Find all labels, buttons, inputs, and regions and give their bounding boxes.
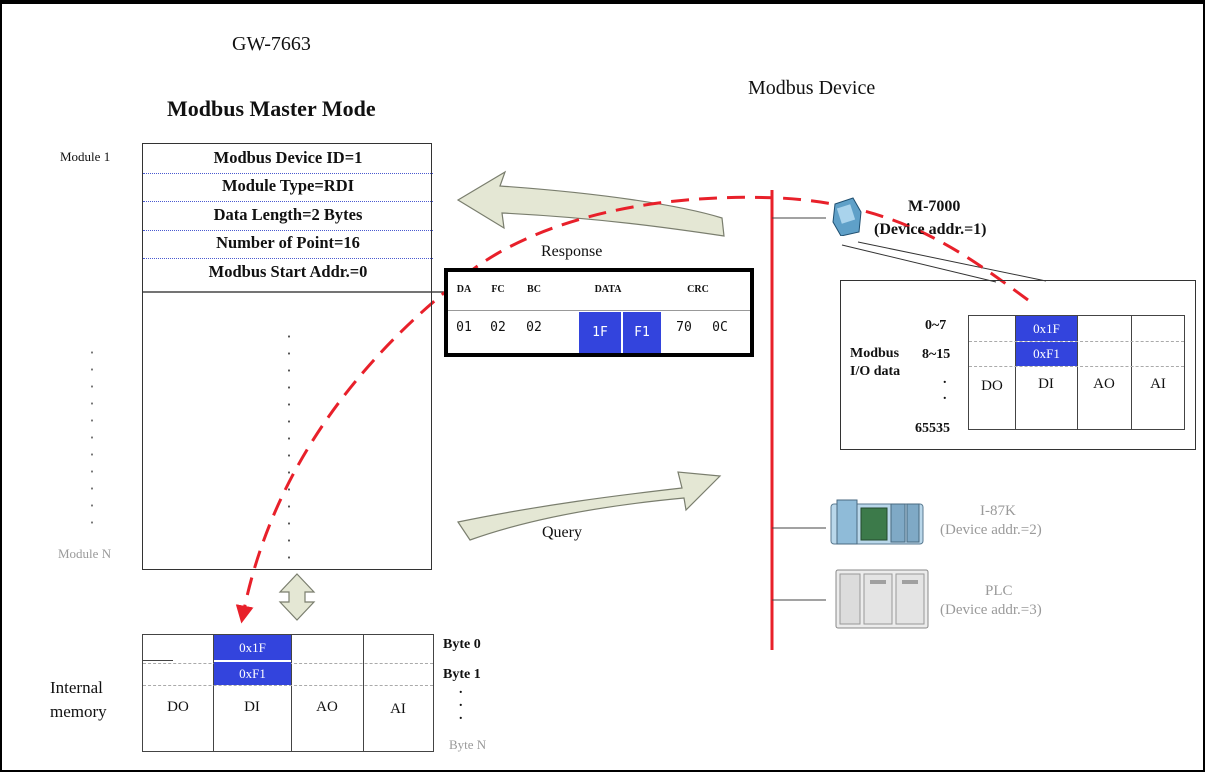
io-label: I/O data <box>850 364 901 379</box>
io-range-start: 0~7 <box>925 318 947 333</box>
packet-value: 0C <box>712 320 728 335</box>
gateway-title: GW-7663 <box>232 33 311 55</box>
io-range-ellipsis: .. <box>943 372 947 403</box>
module-first-label: Module 1 <box>60 149 111 164</box>
modbus-io-box <box>840 280 1196 450</box>
module-last-label: Module N <box>58 546 112 561</box>
io-range-next: 8~15 <box>922 347 951 362</box>
byte-ellipsis: ... <box>459 682 463 723</box>
io-range-end: 65535 <box>915 421 950 436</box>
config-row: Number of Point=16 <box>216 233 360 252</box>
io-label: Modbus <box>850 346 900 361</box>
packet-value-highlight: F1 <box>623 312 661 353</box>
packet-header: DATA <box>594 284 622 295</box>
data-flow-path <box>235 195 1029 624</box>
memory-di-value: 0xF1 <box>214 662 291 685</box>
device-addr: (Device addr.=2) <box>940 522 1042 538</box>
config-row: Modbus Start Addr.=0 <box>208 262 368 281</box>
packet-header: BC <box>527 284 541 295</box>
memory-di-value: 0x1F <box>214 635 291 660</box>
device-name: M-7000 <box>908 198 961 215</box>
byte-label: Byte 1 <box>443 667 481 682</box>
internal-memory-table: 0x1F 0xF1 DO DI AO AI <box>142 634 434 752</box>
response-arrow <box>456 170 725 237</box>
io-di-value: 0xF1 <box>1016 342 1077 366</box>
m7000-device-icon <box>829 196 863 236</box>
memory-label: memory <box>50 702 107 721</box>
updown-arrow <box>278 573 316 621</box>
io-col-ai: AI <box>1150 376 1166 392</box>
packet-value: 02 <box>490 320 506 335</box>
i87k-device-icon <box>827 496 927 548</box>
io-di-value: 0x1F <box>1016 316 1077 341</box>
packet-header: FC <box>491 284 505 295</box>
io-col-di: DI <box>1038 376 1054 392</box>
config-row: Modbus Device ID=1 <box>213 148 363 167</box>
config-row: Module Type=RDI <box>221 176 355 195</box>
memory-col-do: DO <box>167 699 189 715</box>
memory-label: Internal <box>50 678 103 697</box>
device-header: Modbus Device <box>748 77 876 99</box>
device-addr: (Device addr.=3) <box>940 602 1042 618</box>
query-label: Query <box>542 524 582 541</box>
mode-title: Modbus Master Mode <box>167 96 376 121</box>
device-name: PLC <box>985 583 1013 599</box>
byte-label: Byte N <box>449 737 487 752</box>
packet-header: CRC <box>687 284 709 295</box>
device-name: I-87K <box>980 503 1016 519</box>
byte-label: Byte 0 <box>443 637 481 652</box>
config-ellipsis <box>288 328 290 568</box>
modbus-io-table: 0x1F 0xF1 DO DI AO AI <box>968 315 1185 430</box>
packet-value-highlight: 1F <box>579 312 621 353</box>
packet-value: 01 <box>456 320 472 335</box>
config-row: Data Length=2 Bytes <box>213 205 363 224</box>
io-col-do: DO <box>981 378 1003 394</box>
packet-value: 02 <box>526 320 542 335</box>
device-addr: (Device addr.=1) <box>874 221 987 238</box>
response-packet: DA FC BC DATA CRC 01 02 02 1F F1 70 0C <box>444 268 754 357</box>
packet-value: 70 <box>676 320 692 335</box>
memory-col-ai: AI <box>390 701 406 717</box>
plc-device-icon <box>834 566 930 630</box>
io-col-ao: AO <box>1093 376 1115 392</box>
config-table: Modbus Device ID=1 Module Type=RDI Data … <box>142 143 433 570</box>
response-label: Response <box>541 243 603 260</box>
module-ellipsis <box>91 344 93 524</box>
packet-header: DA <box>456 284 472 295</box>
query-arrow <box>457 471 722 541</box>
memory-col-ao: AO <box>316 699 338 715</box>
memory-col-di: DI <box>244 699 260 715</box>
